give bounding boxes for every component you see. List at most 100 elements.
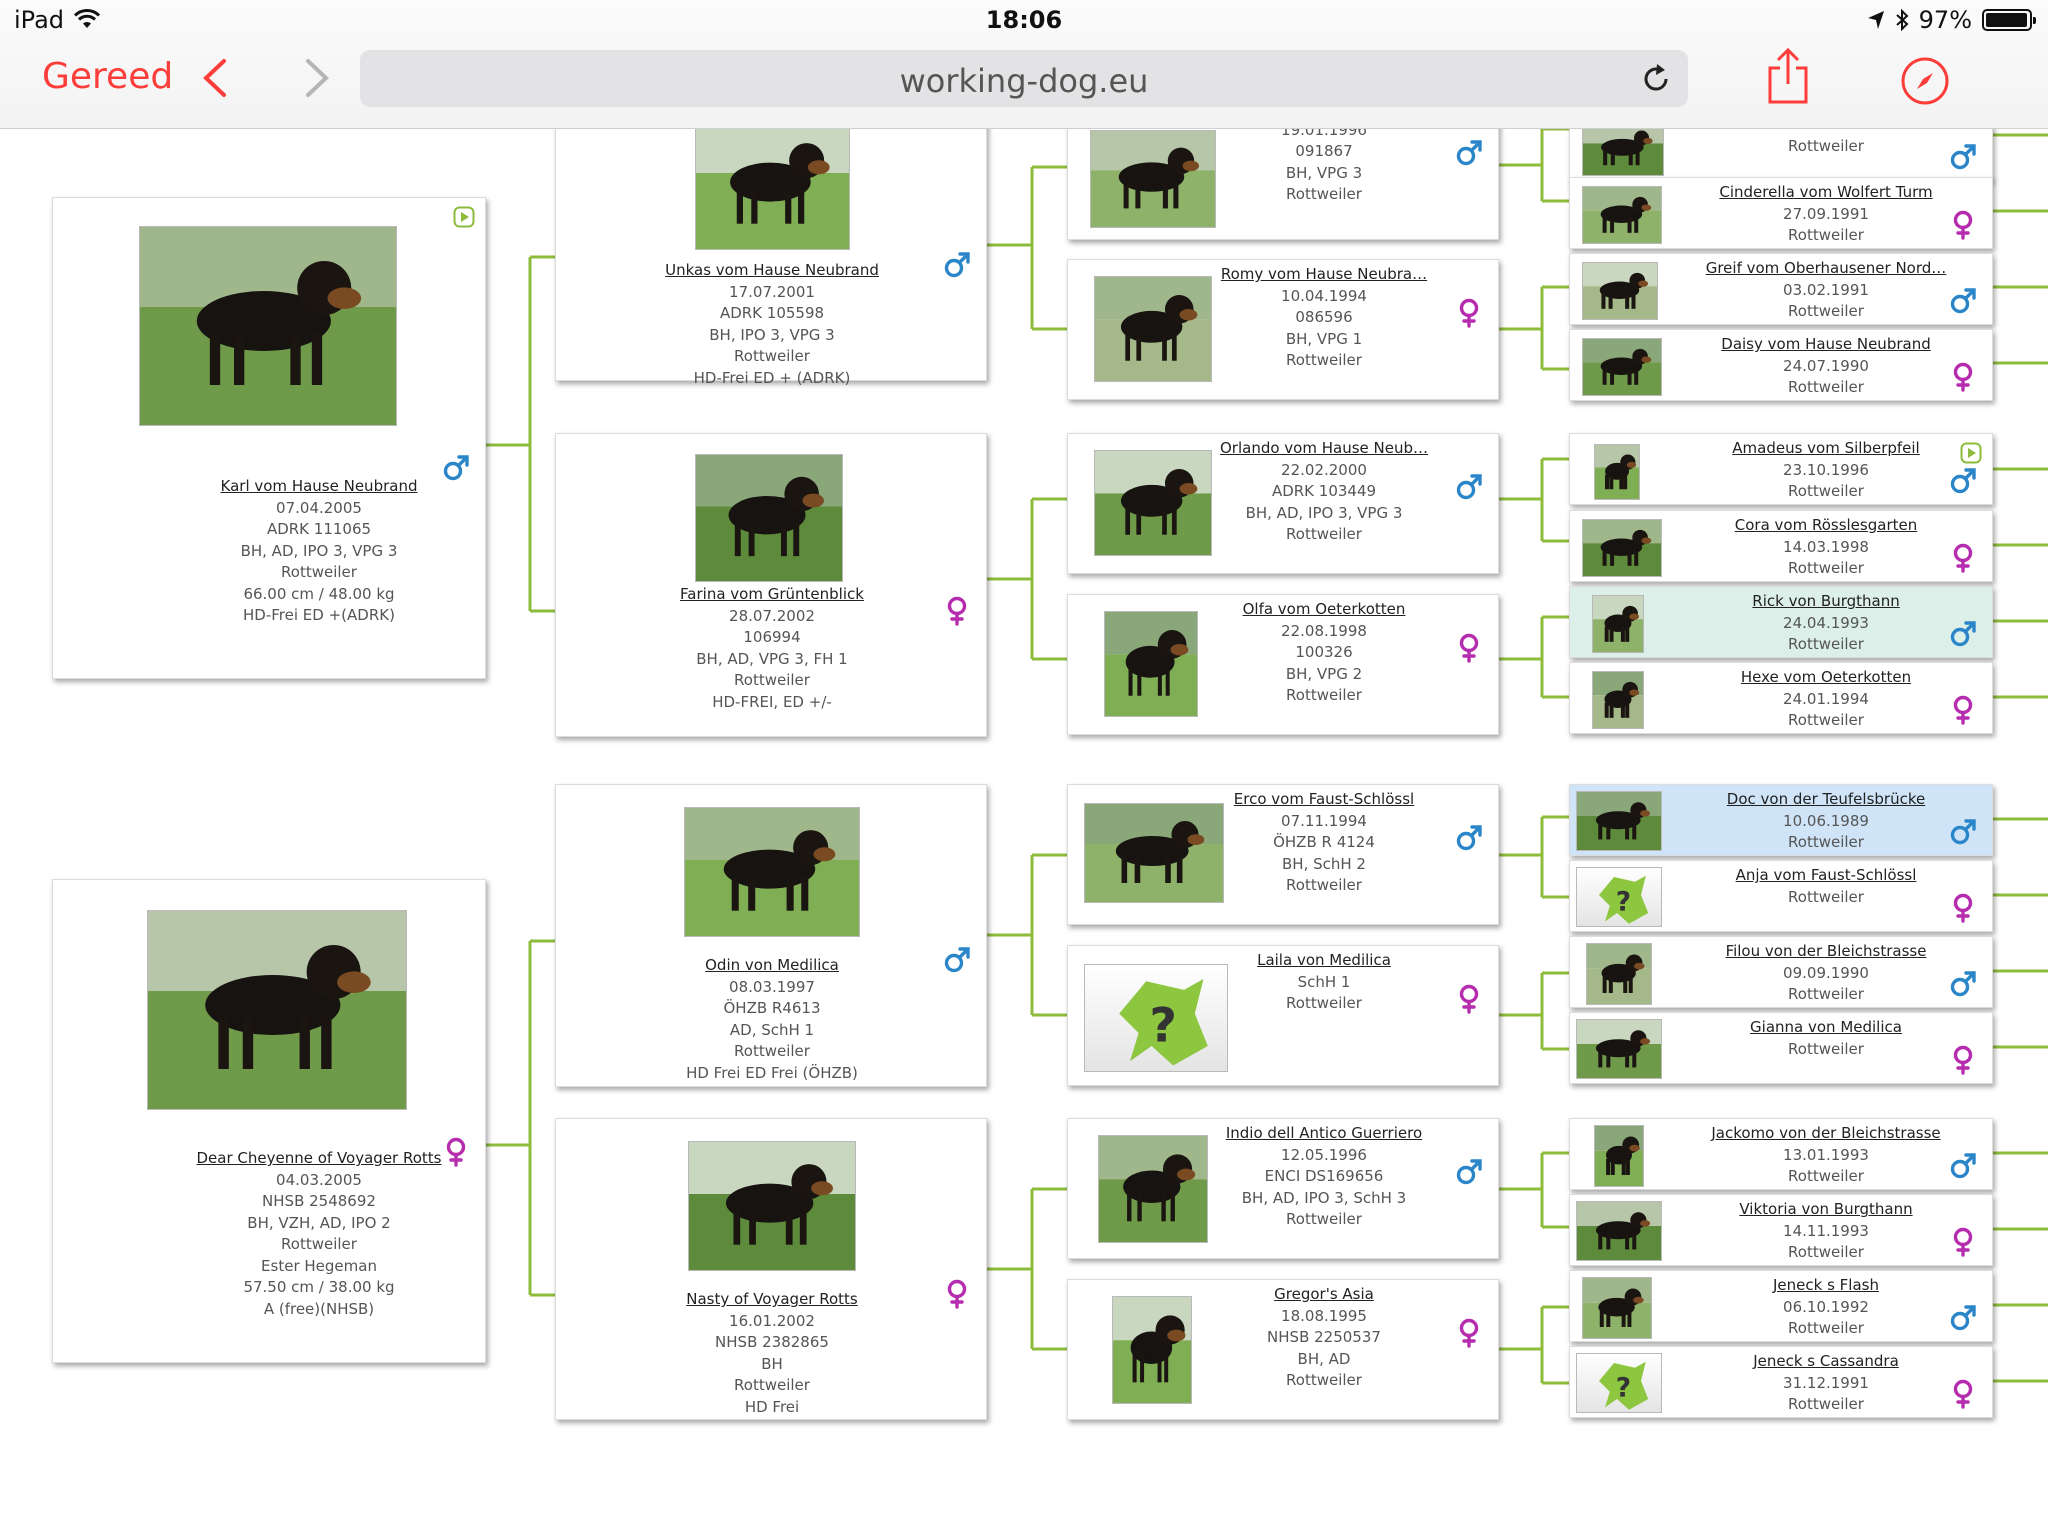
compass-icon[interactable]	[1900, 56, 1950, 106]
dog-name-link[interactable]: Romy vom Hause Neubra…	[1220, 265, 1428, 283]
dog-name-link[interactable]: Jackomo von der Bleichstrasse	[1711, 1124, 1941, 1142]
dog-card[interactable]: Falco vom Weifingstal19.01.1996091867BH,…	[1067, 129, 1499, 240]
done-button[interactable]: Gereed	[42, 56, 174, 97]
dog-photo[interactable]	[139, 226, 397, 426]
video-play-icon[interactable]	[1960, 442, 1982, 464]
dog-name-link[interactable]: Viktoria von Burgthann	[1739, 1200, 1913, 1218]
dog-name-link[interactable]: Jeneck s Flash	[1773, 1276, 1879, 1294]
reload-icon[interactable]	[1640, 62, 1672, 94]
dog-photo[interactable]	[1094, 450, 1212, 556]
dog-detail: ÖHZB R4613	[723, 999, 821, 1017]
dog-photo[interactable]	[1582, 519, 1662, 577]
dog-photo[interactable]	[1582, 338, 1662, 396]
dog-name-link[interactable]: Hexe vom Oeterkotten	[1740, 668, 1912, 686]
dog-photo[interactable]	[695, 454, 843, 582]
dog-name-link[interactable]: Dear Cheyenne of Voyager Rotts	[196, 1149, 442, 1167]
dog-photo[interactable]	[1084, 803, 1224, 903]
dog-name-link[interactable]: Karl vom Hause Neubrand	[220, 477, 418, 495]
dog-photo[interactable]	[1090, 130, 1216, 228]
dog-photo[interactable]	[1594, 1125, 1644, 1187]
dog-photo[interactable]	[1582, 129, 1664, 176]
share-icon[interactable]	[1766, 48, 1810, 104]
dog-photo[interactable]	[1576, 791, 1662, 851]
dog-photo[interactable]	[1104, 611, 1198, 717]
dog-photo[interactable]	[1582, 262, 1658, 320]
dog-name-link[interactable]: Gregor's Asia	[1274, 1285, 1374, 1303]
dog-name-link[interactable]: Amadeus vom Silberpfeil	[1732, 439, 1920, 457]
dog-name-link[interactable]: Erco vom Faust-Schlössl	[1233, 790, 1415, 808]
dog-photo[interactable]	[1582, 186, 1662, 244]
dog-name-link[interactable]: Anja vom Faust-Schlössl	[1735, 866, 1917, 884]
forward-chevron-icon[interactable]	[302, 58, 332, 98]
unknown-dog-placeholder[interactable]: ?	[1576, 867, 1662, 927]
dog-photo[interactable]	[1582, 1277, 1652, 1339]
back-chevron-icon[interactable]	[200, 58, 230, 98]
dog-photo[interactable]	[695, 129, 850, 250]
dog-name-link[interactable]: Farina vom Grüntenblick	[680, 585, 864, 603]
dog-photo[interactable]	[1592, 595, 1644, 653]
dog-name-link[interactable]: Odin von Medilica	[705, 956, 839, 974]
unknown-dog-placeholder[interactable]: ?	[1576, 1353, 1662, 1413]
dog-photo[interactable]	[1594, 444, 1640, 500]
dog-name-link[interactable]: Cora vom Rösslesgarten	[1734, 516, 1918, 534]
dog-photo[interactable]	[1592, 671, 1644, 729]
dog-detail: 22.08.1998	[1281, 621, 1367, 640]
dog-name-link[interactable]: Cinderella vom Wolfert Turm	[1719, 183, 1933, 201]
dog-name-link[interactable]: Daisy vom Hause Neubrand	[1721, 335, 1931, 353]
dog-name-link[interactable]: Doc von der Teufelsbrücke	[1726, 790, 1926, 808]
dog-name-link[interactable]: Filou von der Bleichstrasse	[1725, 942, 1927, 960]
dog-photo[interactable]	[1576, 1019, 1662, 1079]
dog-name-link[interactable]: Gianna von Medilica	[1750, 1018, 1902, 1036]
unknown-dog-placeholder[interactable]: ?	[1084, 964, 1228, 1072]
dog-photo[interactable]	[1094, 276, 1212, 382]
video-play-icon[interactable]	[453, 206, 475, 228]
dog-name-link[interactable]: Indio dell Antico Guerriero	[1225, 1124, 1423, 1142]
dog-photo[interactable]	[684, 807, 860, 937]
dog-photo[interactable]	[1586, 943, 1652, 1005]
dog-photo[interactable]	[688, 1141, 856, 1271]
dog-name-link[interactable]: Laila von Medilica	[1257, 951, 1391, 969]
dog-name-link[interactable]: Olfa vom Oeterkotten	[1242, 600, 1406, 618]
address-bar[interactable]: working-dog.eu	[360, 50, 1688, 107]
dog-name-link[interactable]: Rick von Burgthann	[1752, 592, 1900, 610]
dog-photo[interactable]	[1576, 1201, 1662, 1261]
dog-photo[interactable]	[1112, 1296, 1192, 1404]
dog-name-link[interactable]: Nasty of Voyager Rotts	[686, 1290, 858, 1308]
dog-photo[interactable]	[147, 910, 407, 1110]
dog-name-link[interactable]: Greif vom Oberhausener Nord…	[1705, 259, 1947, 277]
dog-name-link[interactable]: Orlando vom Hause Neub…	[1219, 439, 1428, 457]
dog-name-link[interactable]: Unkas vom Hause Neubrand	[665, 261, 879, 279]
dog-photo[interactable]	[1098, 1135, 1208, 1243]
dog-name-link[interactable]: Jeneck s Cassandra	[1753, 1352, 1899, 1370]
male-icon	[1456, 1159, 1482, 1185]
